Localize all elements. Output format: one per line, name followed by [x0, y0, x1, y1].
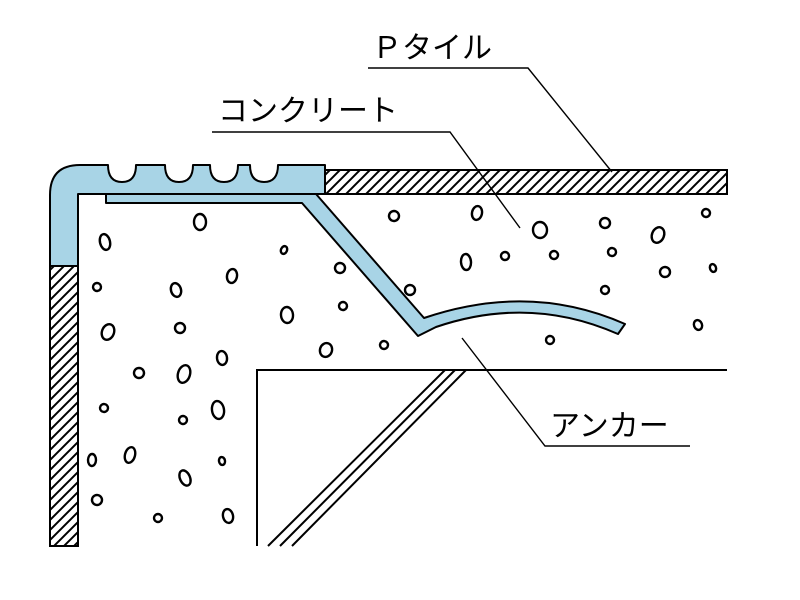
aggregate-stone: [173, 321, 187, 335]
aggregate-stone: [279, 244, 289, 256]
anchor-leader: [461, 337, 690, 447]
aggregate-stone: [169, 281, 183, 299]
aggregate-stone: [606, 246, 618, 258]
aggregate-stone: [215, 349, 229, 367]
aggregate-stone: [98, 232, 112, 252]
aggregate-stone: [708, 262, 718, 274]
aggregate-stone: [90, 493, 104, 507]
aggregate-stone: [217, 455, 227, 467]
aggregate-stone: [692, 318, 704, 332]
aggregate-stone: [221, 507, 235, 525]
aggregate-stone: [548, 249, 560, 261]
aggregate-stone: [279, 305, 295, 325]
aggregate-stone: [544, 334, 556, 346]
lower-step-outline: [256, 369, 727, 547]
aggregate-stone: [499, 250, 511, 262]
nosing-cap: [49, 164, 326, 267]
aggregate-stone: [91, 281, 103, 293]
aggregate-stone: [210, 399, 226, 421]
aggregate-stone: [387, 209, 401, 223]
p-tile-leader: [368, 67, 613, 173]
concrete-label: コンクリート: [218, 94, 398, 129]
aggregate-stone: [123, 445, 137, 465]
aggregate-stone: [700, 207, 712, 219]
p-tile-riser-strip: [49, 265, 79, 547]
aggregate-stone: [599, 284, 611, 296]
aggregate-stone: [132, 366, 146, 380]
aggregate-stone: [177, 414, 189, 426]
aggregate-stone: [531, 220, 549, 240]
leader-lines: [212, 67, 690, 447]
aggregate-stone: [98, 402, 110, 414]
anchor-label: アンカー: [550, 409, 669, 444]
concrete-leader: [212, 131, 521, 229]
p-tile-top-strip: [324, 169, 728, 195]
aggregate-stone: [152, 512, 164, 524]
p-tile-label: Ｐタイル: [372, 31, 492, 66]
aggregate-stone: [403, 283, 417, 297]
aggregate-stone: [337, 300, 349, 312]
aggregate-stone: [650, 226, 666, 244]
aggregate-stone: [333, 261, 347, 275]
aggregate-stone: [192, 212, 208, 232]
aggregate-stone: [459, 252, 473, 272]
aggregate-stone: [100, 323, 116, 341]
aggregate-stone: [86, 452, 98, 468]
concrete-aggregate: [86, 179, 718, 525]
aggregate-stone: [176, 364, 192, 384]
anchor: [105, 193, 626, 337]
aggregate-stone: [378, 339, 390, 351]
aggregate-stone: [225, 267, 239, 285]
aggregate-stone: [178, 469, 192, 487]
aggregate-stone: [318, 341, 334, 359]
aggregate-stone: [598, 216, 612, 230]
aggregate-stone: [658, 265, 672, 279]
aggregate-stone: [470, 204, 484, 222]
